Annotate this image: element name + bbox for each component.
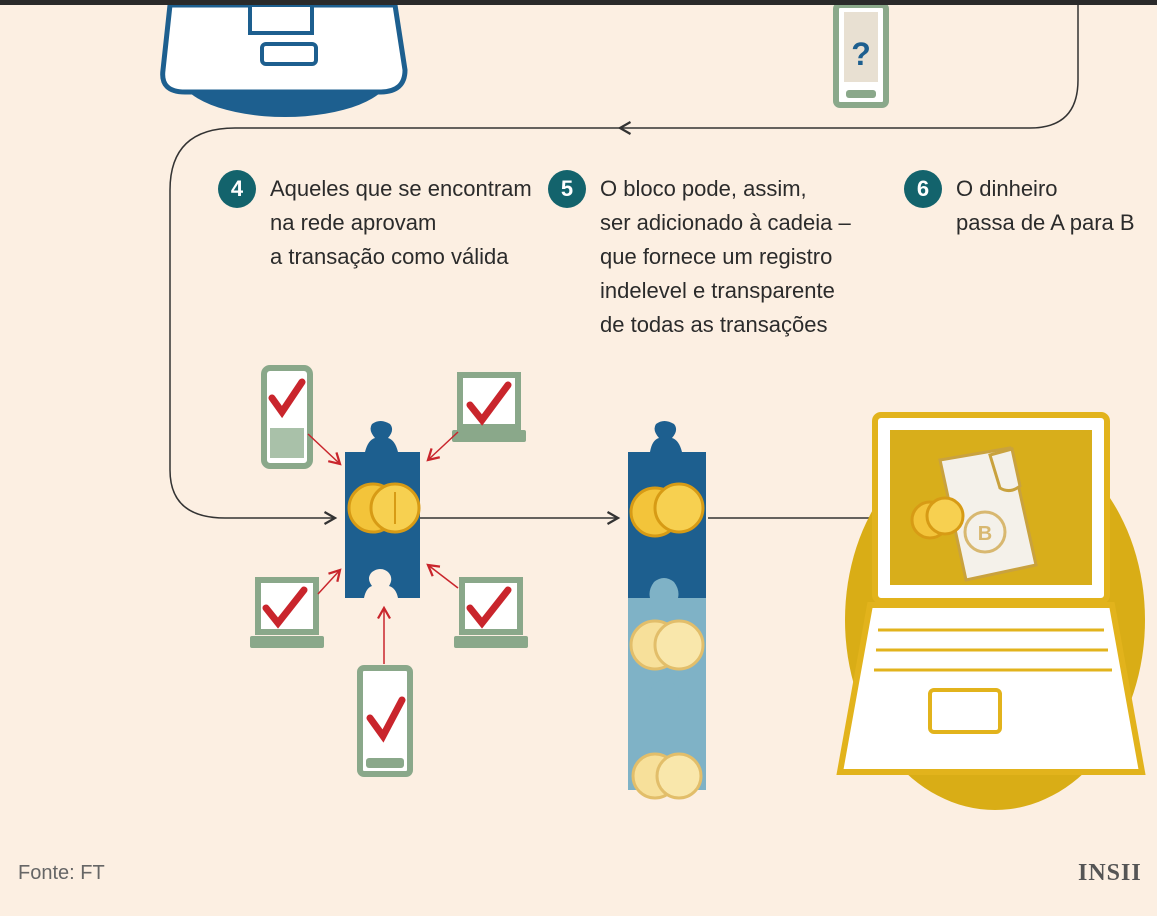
laptop-check-icon-bottom-right: [454, 577, 528, 648]
step-6-text: O dinheiro passa de A para B: [956, 176, 1135, 235]
step-5: 5 O bloco pode, assim, ser adicionado à …: [548, 170, 851, 342]
step-5-number: 5: [548, 170, 586, 208]
approval-arrows: [307, 431, 459, 664]
wallet-icon: B: [938, 446, 1038, 582]
step-4: 4 Aqueles que se encontram na rede aprov…: [218, 170, 532, 274]
bitcoin-coin-label: B: [978, 523, 992, 545]
phone-check-icon: [261, 365, 313, 469]
source-credit: Fonte: FT: [18, 862, 105, 884]
step-4-number: 4: [218, 170, 256, 208]
top-laptop-icon: [160, 2, 408, 117]
top-border: [0, 0, 1157, 5]
destination-laptop-icon: B: [836, 412, 1146, 810]
return-flow-arrow: [617, 5, 1079, 135]
step-5-text: O bloco pode, assim, ser adicionado à ca…: [600, 176, 851, 337]
laptop-check-icon-top-right: [452, 372, 526, 442]
step-6: 6 O dinheiro passa de A para B: [904, 170, 1135, 240]
tablet-check-icon: [357, 665, 413, 777]
blockchain-icon: [628, 421, 706, 800]
laptop-check-icon-bottom-left: [250, 577, 324, 648]
flow-into-block-arrow: [169, 127, 620, 525]
brand-logo-text: INSII: [1078, 860, 1142, 886]
step-6-number: 6: [904, 170, 942, 208]
question-mark: ?: [851, 36, 871, 72]
step-4-text: Aqueles que se encontram na rede aprovam…: [270, 176, 532, 269]
validated-block-icon: [345, 421, 421, 598]
tablet-question-icon: ?: [833, 2, 889, 108]
